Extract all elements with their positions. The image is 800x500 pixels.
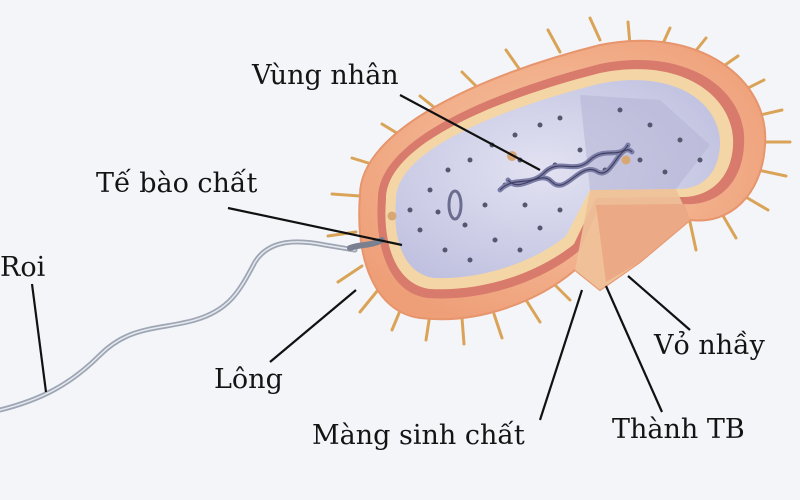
label-long: Lông — [214, 364, 283, 395]
leader-roi — [30, 283, 48, 393]
label-mang-sinh-chat: Màng sinh chất — [312, 420, 525, 451]
label-te-bao-chat: Tế bào chất — [96, 168, 258, 199]
flagellum — [0, 239, 358, 413]
label-thanh-tb: Thành TB — [612, 414, 745, 445]
inclusions — [387, 151, 631, 221]
leader-vung-nhan — [399, 94, 541, 171]
leader-long — [269, 289, 357, 363]
leader-thanh-tb — [604, 285, 664, 413]
label-vung-nhan: Vùng nhân — [252, 60, 399, 91]
label-vo-nhay: Vỏ nhầy — [654, 330, 765, 361]
label-roi: Roi — [0, 252, 46, 283]
leader-vo-nhay — [627, 275, 691, 331]
leader-lines — [30, 94, 691, 421]
leader-te-bao-chat — [227, 206, 403, 247]
leader-mang-sinh-chat — [538, 289, 584, 421]
